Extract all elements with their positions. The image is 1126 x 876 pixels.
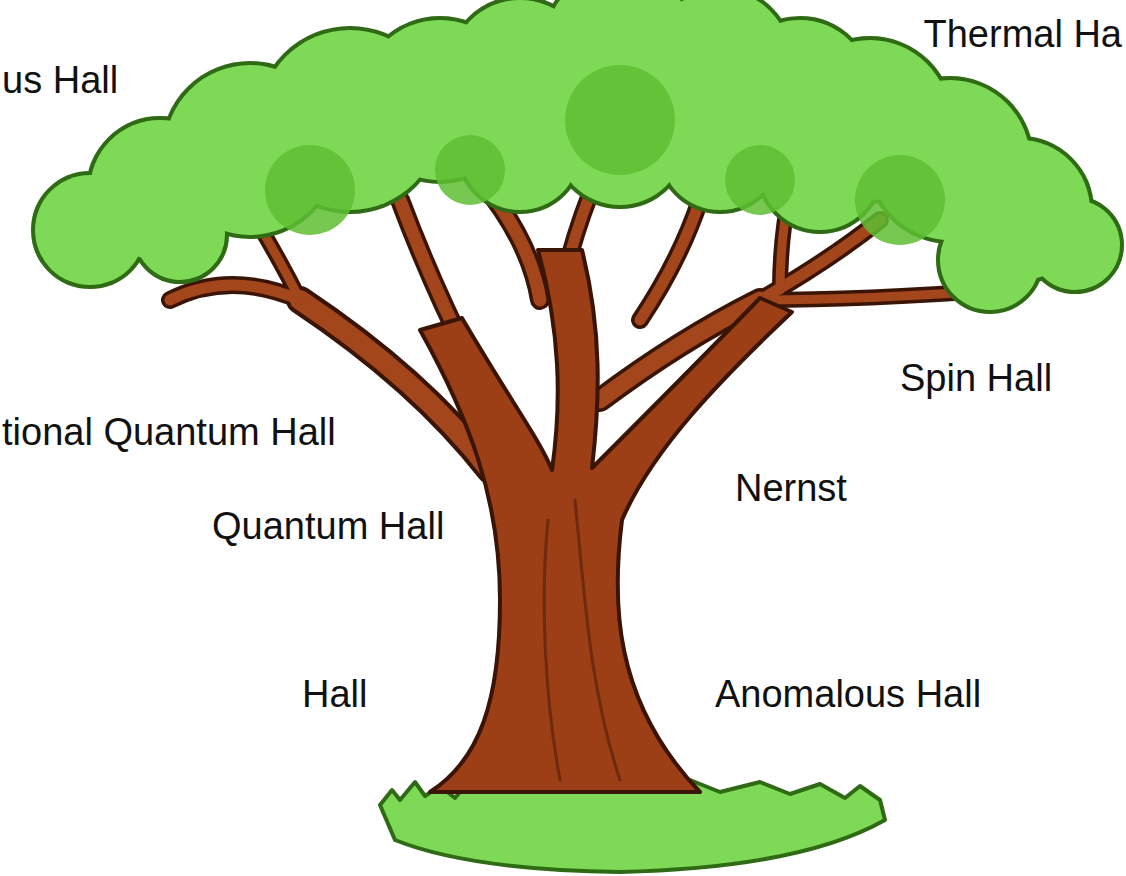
branch-label: tional Quantum Hall <box>2 412 336 454</box>
branch-label: Spin Hall <box>900 358 1052 400</box>
branch-label: Thermal Ha <box>924 14 1123 56</box>
branch-label: Quantum Hall <box>212 506 444 548</box>
branch-label: Anomalous Hall <box>715 674 981 716</box>
branch-label: Nernst <box>735 468 847 510</box>
branch-label: Hall <box>302 674 367 716</box>
trunk-shading <box>544 500 620 780</box>
branch-label: us Hall <box>2 60 118 102</box>
